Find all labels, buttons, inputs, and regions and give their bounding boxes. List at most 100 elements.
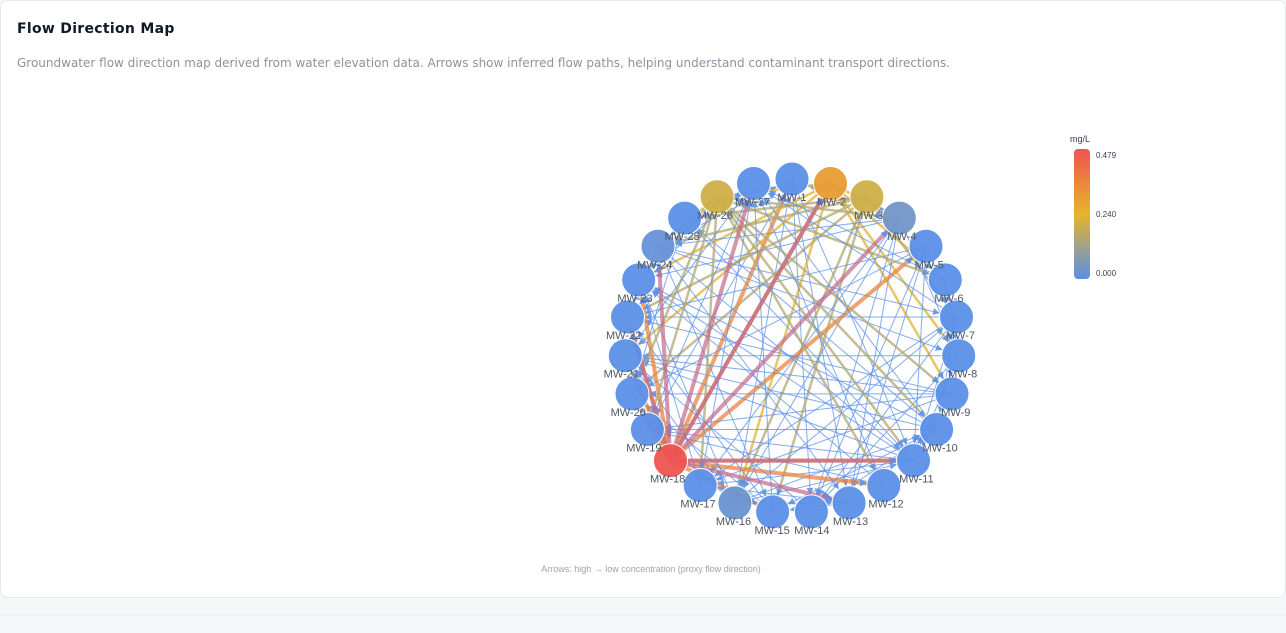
flow-edge <box>716 195 940 384</box>
well-label: MW-16 <box>716 516 751 528</box>
monitoring-wells <box>607 161 977 530</box>
well-label: MW-19 <box>626 443 661 455</box>
well-node-mw-1[interactable] <box>774 161 810 197</box>
well-label: MW-23 <box>617 293 652 305</box>
flow-edge <box>643 319 953 395</box>
well-node-mw-22[interactable] <box>610 299 645 335</box>
flow-edge-strong <box>668 197 824 462</box>
flow-edge <box>641 360 914 462</box>
flow-edges <box>624 178 960 513</box>
flow-edge <box>738 183 832 487</box>
colorbar-tick-label: 0.479 <box>1096 151 1117 160</box>
well-node-mw-8[interactable] <box>941 338 977 374</box>
well-label: MW-2 <box>817 197 846 209</box>
card-title: Flow Direction Map <box>17 21 175 37</box>
flow-edge <box>657 245 941 315</box>
flow-edge <box>637 196 719 379</box>
well-node-mw-7[interactable] <box>939 299 974 335</box>
well-label: MW-5 <box>915 259 944 271</box>
colorbar-tick-label: 0.240 <box>1096 210 1117 219</box>
well-node-mw-20[interactable] <box>614 376 650 412</box>
flow-edge-strong <box>668 199 751 462</box>
well-node-mw-9[interactable] <box>934 376 970 412</box>
well-label: MW-15 <box>754 525 789 537</box>
flow-edge <box>714 316 957 477</box>
well-node-mw-15[interactable] <box>755 494 791 530</box>
chart-caption: Arrows: high → low concentration (proxy … <box>541 564 761 574</box>
well-node-mw-12[interactable] <box>866 468 902 503</box>
well-label: MW-8 <box>948 369 977 381</box>
flow-edge <box>657 246 840 490</box>
well-label: MW-20 <box>611 407 646 419</box>
flow-edge <box>759 198 885 486</box>
well-node-mw-24[interactable] <box>640 228 676 264</box>
colorbar-tick-label: 0.000 <box>1096 269 1117 278</box>
well-node-mw-17[interactable] <box>682 468 718 503</box>
well-node-mw-16[interactable] <box>717 485 753 521</box>
well-label: MW-21 <box>604 369 639 381</box>
flow-edge <box>642 295 701 486</box>
flow-edge <box>699 200 753 486</box>
well-label: MW-18 <box>650 474 685 486</box>
well-label: MW-11 <box>899 474 933 486</box>
well-label: MW-4 <box>887 231 916 243</box>
well-node-mw-3[interactable] <box>849 179 885 215</box>
well-label: MW-13 <box>833 516 868 528</box>
well-label: MW-12 <box>868 499 903 511</box>
well-label: MW-7 <box>946 330 975 342</box>
colorbar-title: mg/L <box>1070 134 1090 144</box>
flow-edge <box>716 196 905 448</box>
colorbar-gradient <box>1074 149 1090 279</box>
well-node-mw-2[interactable] <box>813 166 848 201</box>
flow-direction-card: Flow Direction Map Groundwater flow dire… <box>0 0 1286 598</box>
well-node-mw-10[interactable] <box>919 412 955 447</box>
flow-edge <box>624 196 744 356</box>
flow-edge <box>643 245 927 315</box>
well-node-mw-19[interactable] <box>629 412 665 447</box>
flow-edge <box>644 195 868 384</box>
flow-edge <box>644 404 773 513</box>
well-node-mw-18[interactable] <box>653 443 688 479</box>
well-node-mw-11[interactable] <box>896 443 931 479</box>
well-node-mw-4[interactable] <box>881 200 917 236</box>
flow-edge <box>768 190 946 281</box>
well-node-mw-5[interactable] <box>908 228 944 264</box>
well-node-mw-6[interactable] <box>927 262 963 298</box>
flow-edge <box>742 217 900 489</box>
well-label: MW-25 <box>664 231 699 243</box>
well-label: MW-17 <box>680 499 715 511</box>
flow-edge <box>657 245 943 351</box>
flow-edge-strong <box>670 458 834 501</box>
well-label: MW-6 <box>934 293 963 305</box>
well-label: MW-1 <box>777 192 806 204</box>
flow-edge <box>651 290 885 486</box>
well-node-mw-21[interactable] <box>607 338 643 374</box>
flow-edge <box>641 357 937 430</box>
well-label: MW-14 <box>794 525 829 537</box>
flow-edge <box>652 288 914 462</box>
well-node-mw-26[interactable] <box>699 179 735 215</box>
well-node-mw-13[interactable] <box>831 485 867 521</box>
well-label: MW-27 <box>735 197 770 209</box>
well-node-mw-27[interactable] <box>736 166 771 201</box>
flow-edge <box>695 230 914 461</box>
flow-edge <box>646 198 748 430</box>
flow-edge-strong <box>655 263 673 461</box>
flow-edge <box>776 196 869 496</box>
flow-edge <box>642 195 868 311</box>
well-label: MW-10 <box>922 443 957 455</box>
flow-edge-strong <box>669 229 890 462</box>
well-label: MW-3 <box>854 210 883 222</box>
flow-edge <box>740 196 869 488</box>
flow-edge <box>653 287 937 430</box>
well-node-mw-23[interactable] <box>621 262 657 298</box>
card-description: Groundwater flow direction map derived f… <box>17 56 951 70</box>
well-label: MW-9 <box>941 407 970 419</box>
well-label: MW-24 <box>637 259 672 271</box>
flow-network-chart[interactable]: MW-1 MW-2MW-3MW-4MW-5MW-6MW-7MW-8MW-9MW-1… <box>1 1 1286 598</box>
flow-edge <box>814 217 900 496</box>
well-label: MW-22 <box>606 330 641 342</box>
well-node-mw-14[interactable] <box>793 494 829 530</box>
flow-edge <box>639 296 673 461</box>
well-node-mw-25[interactable] <box>667 200 703 236</box>
